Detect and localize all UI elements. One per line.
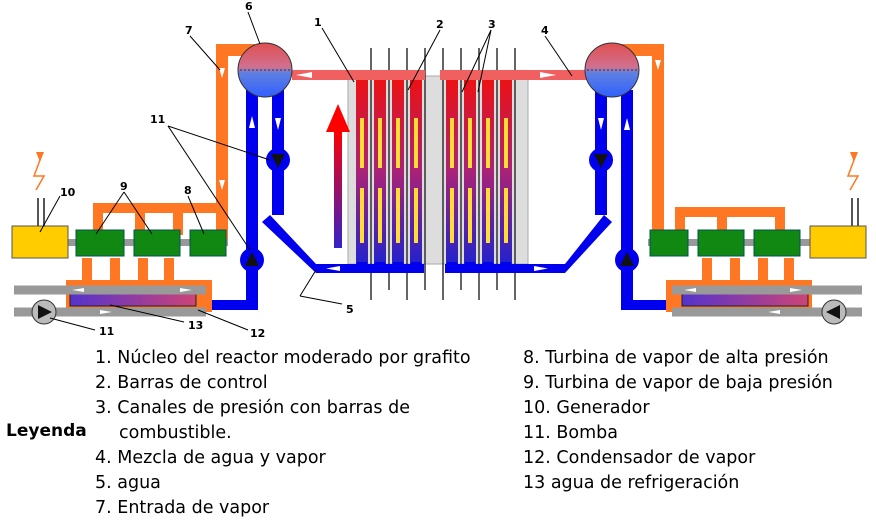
callout-numbers: 1 2 3 4 5 6 7 8 9 10 11 11 12 13 — [60, 0, 549, 340]
right-loop — [584, 42, 867, 325]
generator-right — [809, 225, 867, 259]
callout-8: 8 — [184, 184, 192, 197]
legend-column-2: 8. Turbina de vapor de alta presión 9. T… — [523, 346, 833, 496]
legend-item-11: 11. Bomba — [523, 423, 618, 443]
lp-turbine-left-2 — [133, 229, 181, 257]
fuel-rods — [360, 118, 508, 243]
callout-1: 1 — [314, 16, 322, 29]
callout-11b: 11 — [99, 325, 114, 338]
left-loop — [11, 42, 293, 325]
legend-item-7: 7. Entrada de vapor — [95, 498, 270, 518]
callout-2: 2 — [436, 18, 444, 31]
callout-13: 13 — [188, 319, 203, 332]
legend-item-4: 4. Mezcla de agua y vapor — [95, 448, 326, 468]
generator-left — [11, 225, 69, 259]
callout-lines — [39, 11, 573, 331]
callout-11a: 11 — [150, 113, 165, 126]
steam-water-mixture-header — [292, 70, 590, 80]
legend-item-12: 12. Condensador de vapor — [523, 448, 756, 468]
legend-column-1: 1. Núcleo del reactor moderado por grafi… — [95, 346, 471, 521]
legend-item-3-cont: combustible. — [119, 423, 232, 443]
legend-item-2: 2. Barras de control — [95, 373, 268, 393]
heat-arrow — [326, 104, 350, 248]
legend-item-5: 5. agua — [95, 473, 161, 493]
hp-turbine-right — [649, 229, 689, 257]
rbmk-reactor-diagram: 1 2 3 4 5 6 7 8 9 10 11 11 12 13 — [11, 0, 867, 340]
callout-9: 9 — [120, 180, 128, 193]
water-return-header — [262, 215, 612, 273]
lp-turbine-left-1 — [75, 229, 125, 257]
callout-10: 10 — [60, 186, 76, 199]
callout-5: 5 — [346, 303, 354, 316]
legend-item-8: 8. Turbina de vapor de alta presión — [523, 348, 829, 368]
hp-turbine-left — [189, 229, 227, 257]
callout-12: 12 — [250, 327, 265, 340]
control-rods — [370, 48, 516, 300]
reactor-core — [326, 48, 529, 300]
callout-3: 3 — [488, 18, 496, 31]
callout-6: 6 — [245, 0, 253, 13]
legend-item-1: 1. Núcleo del reactor moderado por grafi… — [95, 348, 471, 368]
legend-item-3: 3. Canales de presión con barras de — [95, 398, 410, 418]
lp-turbine-right-1 — [697, 229, 745, 257]
lp-turbine-right-2 — [753, 229, 801, 257]
pressure-channels — [356, 78, 512, 264]
callout-7: 7 — [185, 24, 193, 37]
legend-item-9: 9. Turbina de vapor de baja presión — [523, 373, 833, 393]
legend-title: Leyenda — [6, 421, 87, 441]
legend-item-10: 10. Generador — [523, 398, 650, 418]
legend-item-13: 13 agua de refrigeración — [523, 473, 740, 493]
callout-4: 4 — [541, 24, 549, 37]
